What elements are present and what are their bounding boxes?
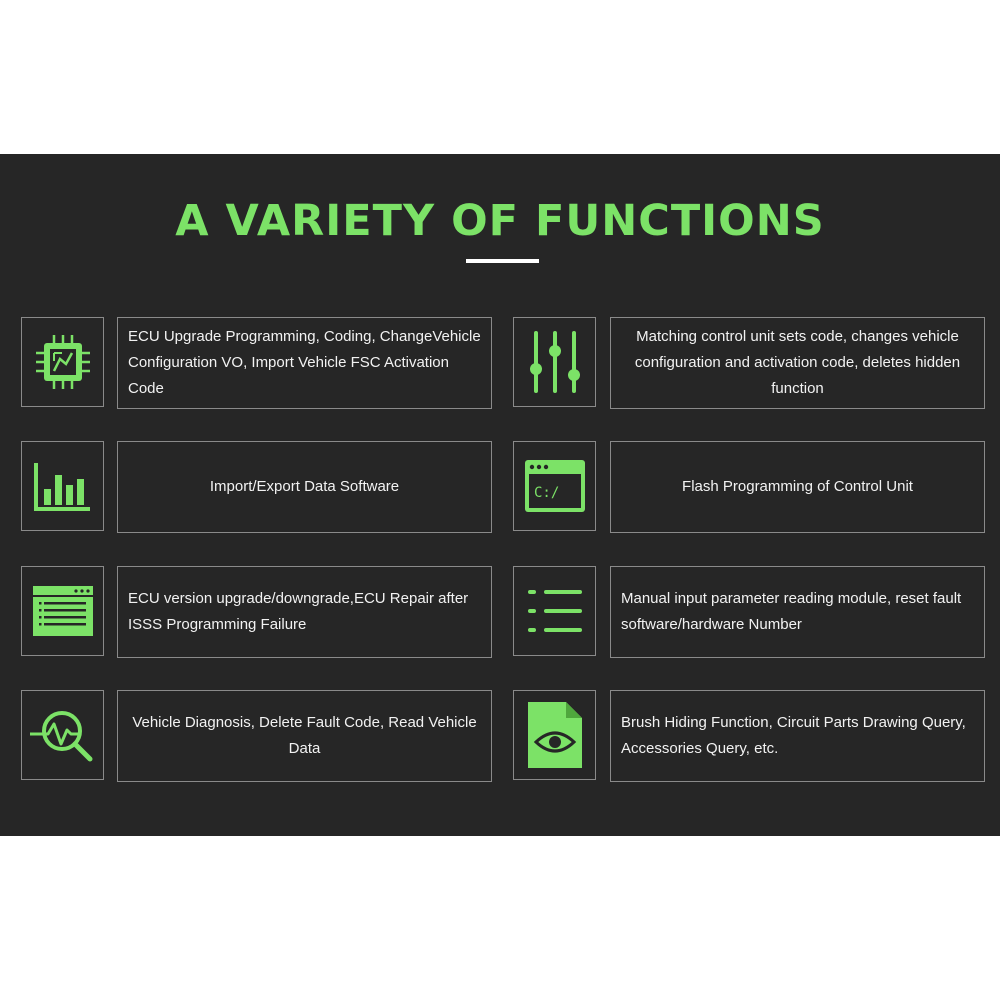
browser-window-icon bbox=[32, 586, 93, 636]
feature-icon-box bbox=[513, 566, 596, 656]
features-panel bbox=[0, 154, 1000, 836]
title-underline bbox=[466, 259, 539, 263]
feature-description: Manual input parameter reading module, r… bbox=[610, 566, 985, 658]
feature-icon-box bbox=[21, 690, 104, 780]
diagnosis-magnifier-icon bbox=[29, 711, 92, 762]
feature-description: Matching control unit sets code, changes… bbox=[610, 317, 985, 409]
feature-description: Brush Hiding Function, Circuit Parts Dra… bbox=[610, 690, 985, 782]
feature-icon-box bbox=[21, 566, 104, 656]
feature-icon-box bbox=[21, 317, 104, 407]
feature-description: Vehicle Diagnosis, Delete Fault Code, Re… bbox=[117, 690, 492, 782]
list-icon bbox=[527, 590, 582, 632]
feature-icon-box: C:/ bbox=[513, 441, 596, 531]
feature-icon-box bbox=[513, 690, 596, 780]
feature-description: ECU Upgrade Programming, Coding, ChangeV… bbox=[117, 317, 492, 409]
feature-icon-box bbox=[21, 441, 104, 531]
bar-chart-icon bbox=[33, 463, 90, 511]
page-title: A VARIETY OF FUNCTIONS bbox=[175, 196, 825, 246]
feature-description: Flash Programming of Control Unit bbox=[610, 441, 985, 533]
document-eye-icon bbox=[527, 702, 582, 768]
chip-icon bbox=[35, 335, 90, 389]
sliders-icon bbox=[529, 331, 580, 393]
feature-icon-box bbox=[513, 317, 596, 407]
terminal-prompt: C:/ bbox=[534, 485, 559, 501]
terminal-window-icon: C:/ bbox=[524, 460, 585, 512]
feature-description: ECU version upgrade/downgrade,ECU Repair… bbox=[117, 566, 492, 658]
feature-description: Import/Export Data Software bbox=[117, 441, 492, 533]
